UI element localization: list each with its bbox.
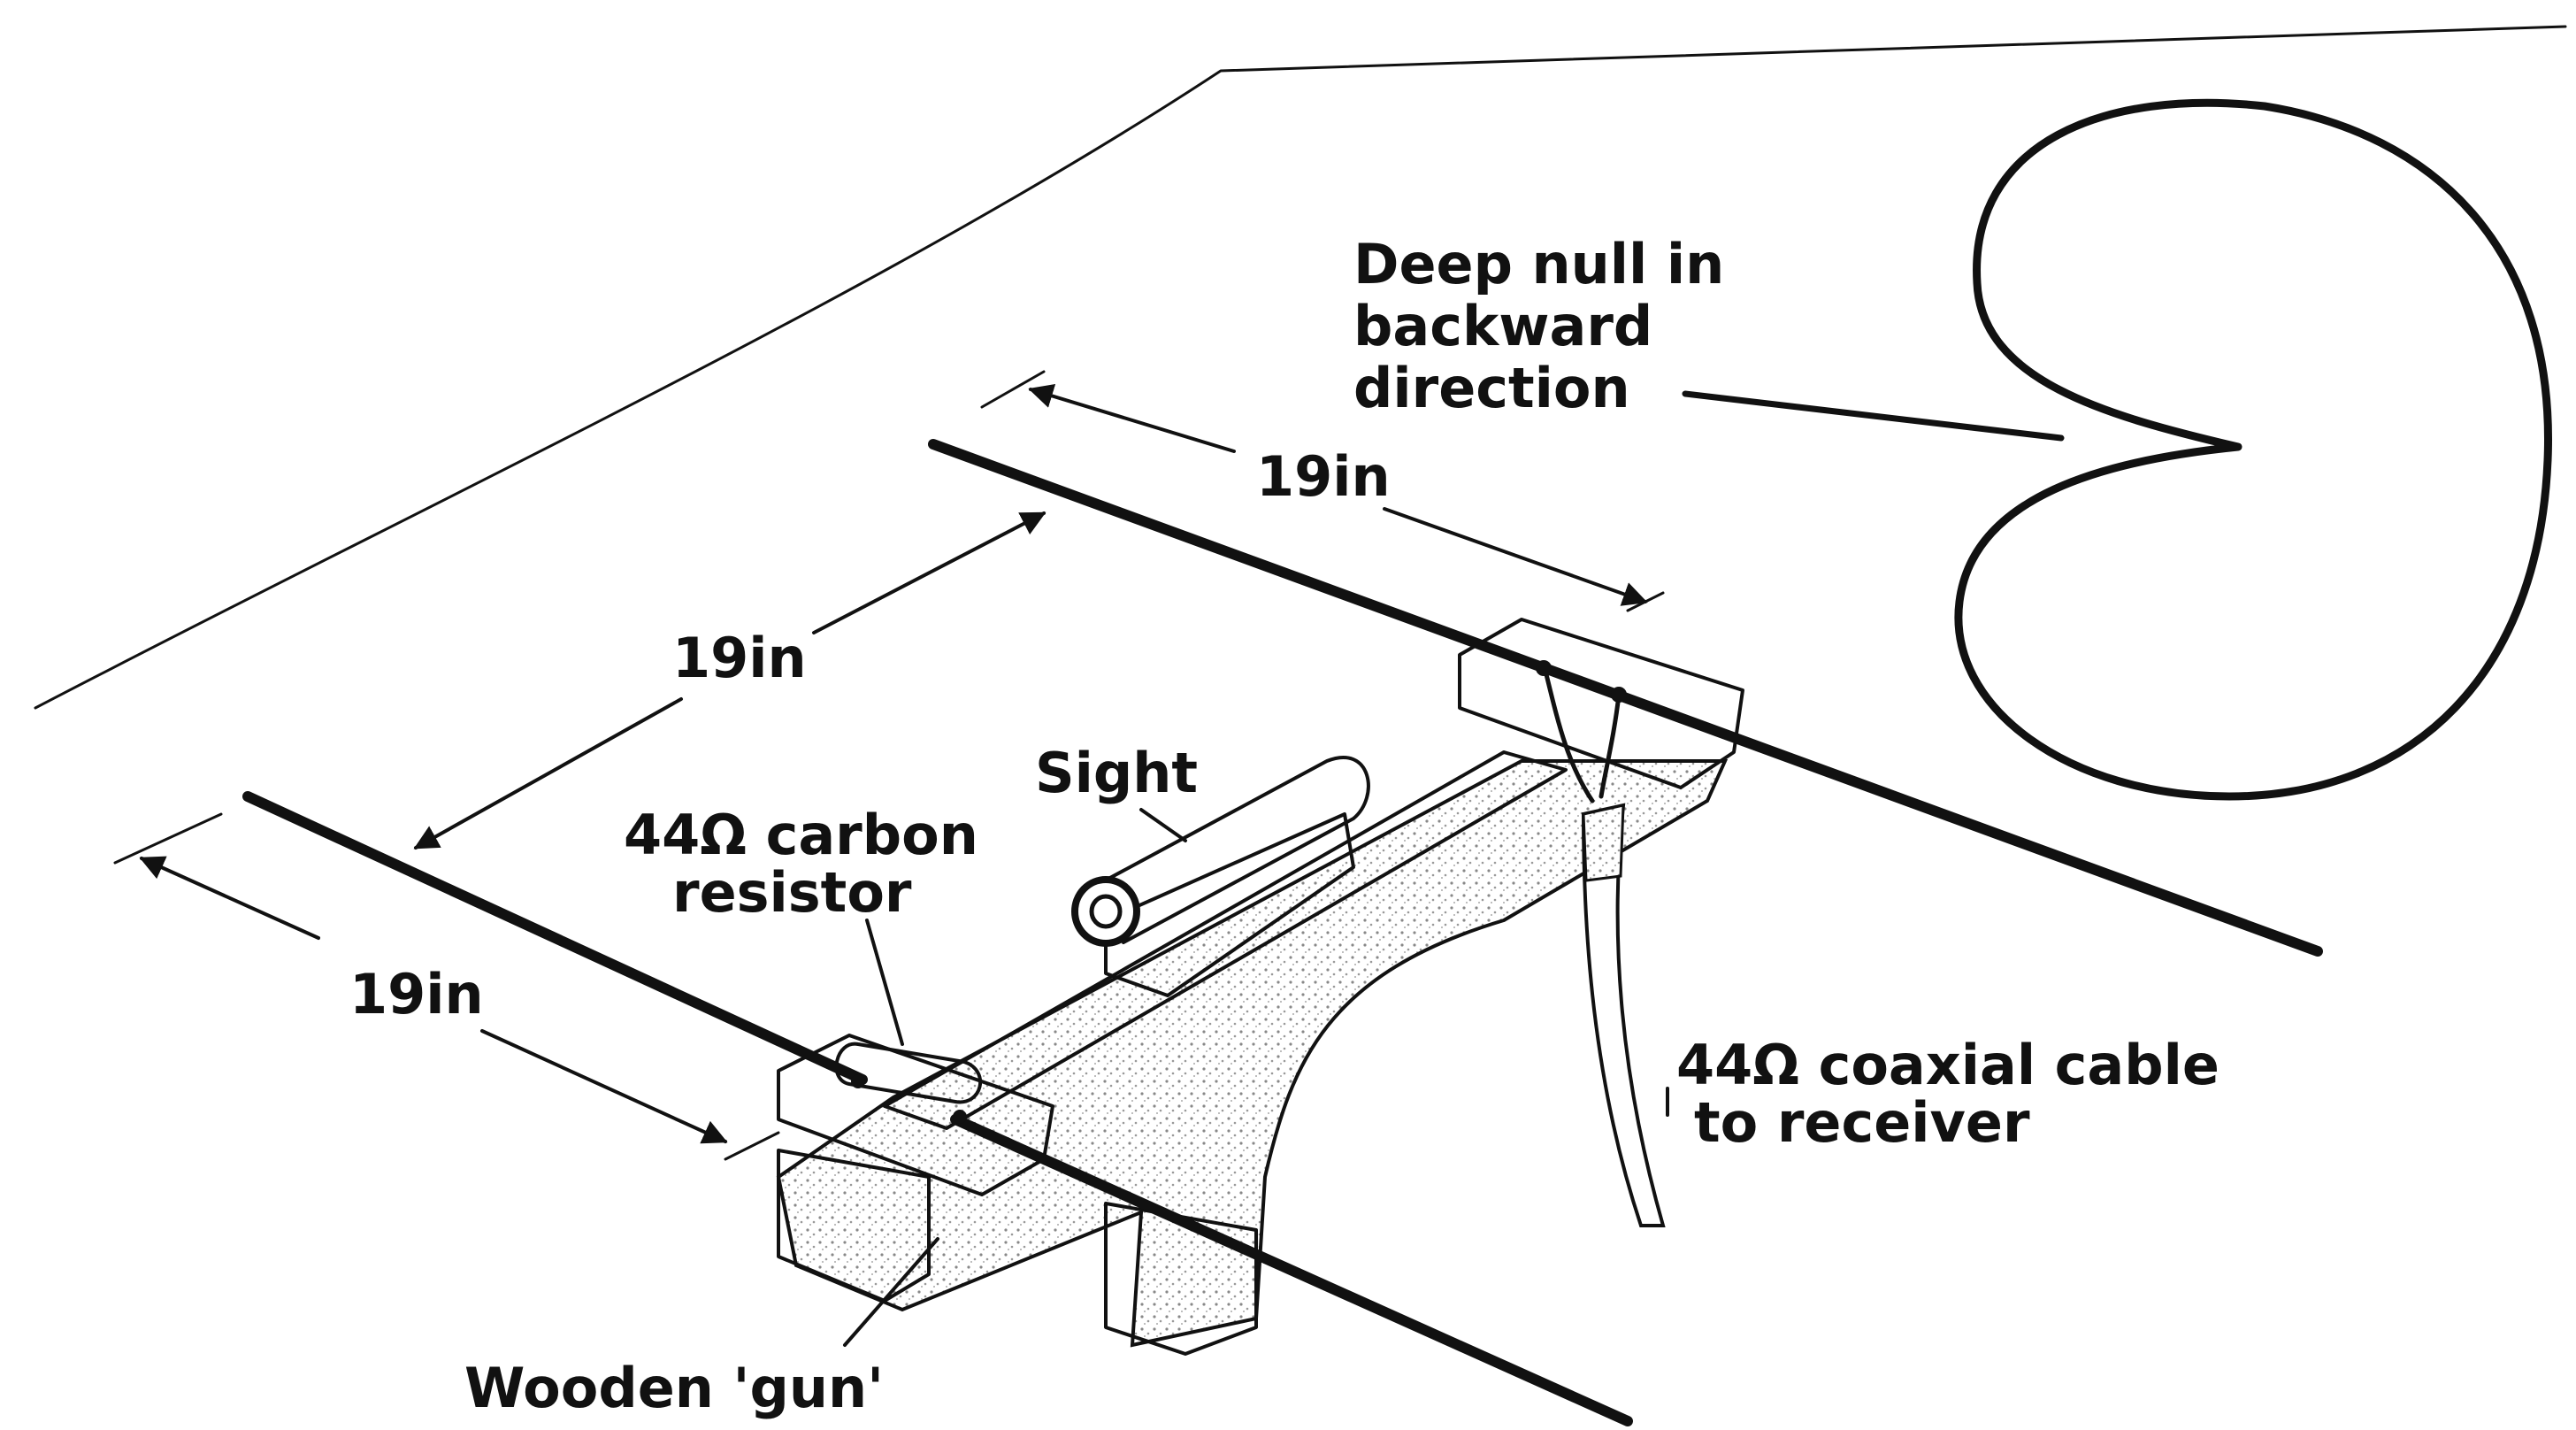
dim-left-line-top xyxy=(139,856,320,940)
dim-top-tick-left xyxy=(980,370,1046,409)
label-null-line3: direction xyxy=(1353,356,1630,420)
resistor-leader xyxy=(865,919,904,1046)
gun-leg-rear xyxy=(1104,1202,1258,1356)
dim-top-line-left xyxy=(1028,383,1236,453)
feed-wire xyxy=(1541,661,1622,803)
sight-aperture xyxy=(1071,876,1140,947)
sight-base xyxy=(1104,812,1355,997)
coaxial-cable xyxy=(1581,803,1666,1227)
label-dim-left: 19in xyxy=(349,962,484,1026)
front-dipole-element-left xyxy=(242,791,868,1085)
coax-braid xyxy=(1582,803,1625,882)
resistor-terminal-right xyxy=(953,1110,967,1124)
dim-middle-line-bottom xyxy=(413,697,683,850)
label-resistor-line2: resistor xyxy=(672,860,912,925)
dim-top-tick-right xyxy=(1626,591,1665,612)
dim-left-tick-bottom xyxy=(724,1131,780,1161)
dim-top-line-right xyxy=(1383,507,1648,606)
label-sight: Sight xyxy=(1035,741,1198,805)
label-cable-line1: 44Ω coaxial cable xyxy=(1676,1033,2220,1097)
label-dim-middle: 19in xyxy=(672,626,807,690)
gun-leader xyxy=(843,1237,939,1347)
cardioid-pattern xyxy=(1954,98,2552,801)
ground-outline xyxy=(34,25,2567,710)
null-leader xyxy=(1682,390,2065,442)
feed-terminal-left xyxy=(1536,660,1552,676)
gun-leg-front xyxy=(777,1149,931,1303)
dim-left-line-bottom xyxy=(480,1029,728,1144)
label-wooden-gun: Wooden 'gun' xyxy=(464,1356,884,1420)
label-null-line2: backward xyxy=(1353,294,1652,358)
resistor-terminal-left xyxy=(851,1074,865,1088)
label-cable-line2: to receiver xyxy=(1694,1090,2030,1155)
sight-tube xyxy=(1095,756,1370,944)
label-dim-top: 19in xyxy=(1256,444,1391,509)
sight-aperture-inner xyxy=(1089,894,1123,929)
gun-rail xyxy=(883,750,1568,1130)
dim-left-tick-top xyxy=(113,812,223,865)
front-dipole-element-right xyxy=(950,1114,1633,1426)
feed-terminal-right xyxy=(1611,687,1627,703)
label-null-line1: Deep null in xyxy=(1353,232,1724,296)
dim-middle-line-top xyxy=(812,511,1046,634)
wooden-gun-stock xyxy=(776,759,1729,1348)
carbon-resistor xyxy=(834,1042,982,1104)
sight-leader xyxy=(1139,808,1187,842)
label-resistor-line1: 44Ω carbon xyxy=(624,803,978,867)
rear-mount-block xyxy=(1458,618,1744,789)
